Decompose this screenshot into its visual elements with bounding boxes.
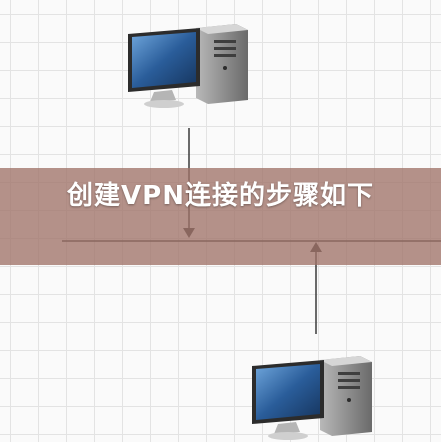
computer-top-icon <box>128 24 248 108</box>
banner-title: 创建VPN连接的步骤如下 <box>67 181 374 211</box>
title-banner <box>0 168 441 265</box>
computer-bottom-icon <box>252 356 372 440</box>
